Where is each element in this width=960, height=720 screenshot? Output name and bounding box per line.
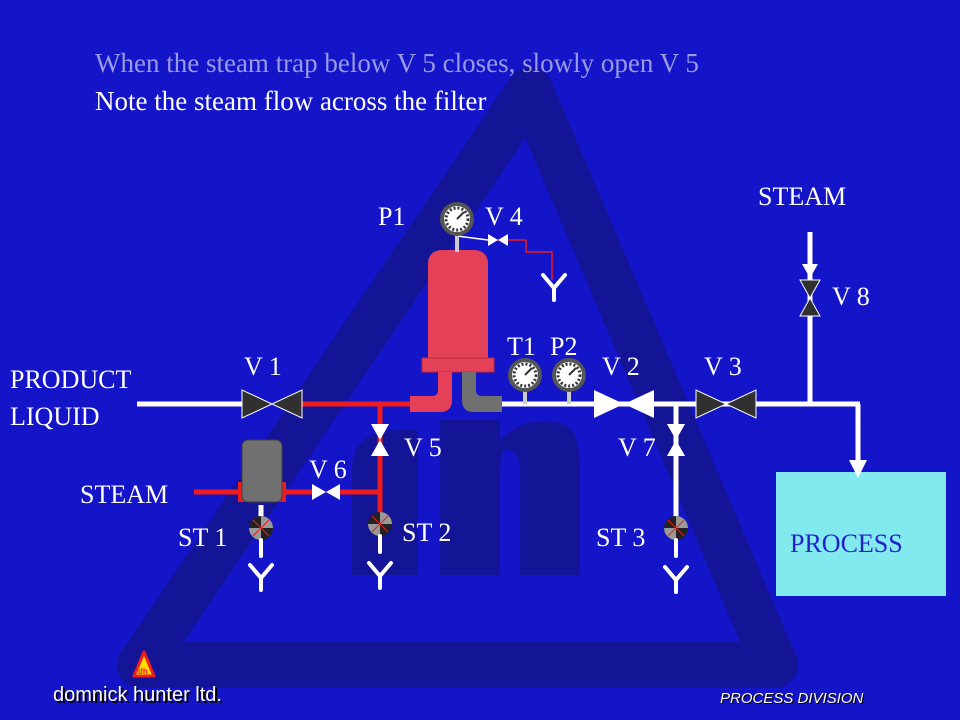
pressure-gauge-icon bbox=[440, 202, 474, 252]
division-label: PROCESS DIVISION bbox=[720, 690, 864, 707]
steam-trap-icon bbox=[249, 516, 273, 540]
v8-valve[interactable] bbox=[799, 279, 821, 317]
st1-label: ST 1 bbox=[178, 523, 227, 552]
v1-label: V 1 bbox=[244, 352, 282, 381]
watermark-logo bbox=[117, 67, 798, 688]
product-label-line2: LIQUID bbox=[10, 402, 100, 431]
steam-top-label: STEAM bbox=[758, 182, 846, 211]
st3-label: ST 3 bbox=[596, 523, 645, 552]
drain-icon bbox=[367, 561, 393, 590]
instruction-line-2: Note the steam flow across the filter bbox=[95, 86, 486, 116]
steam-trap-icon bbox=[368, 512, 392, 536]
p1-label: P1 bbox=[378, 202, 405, 231]
process-inlet-arrow bbox=[849, 460, 867, 478]
v7-valve[interactable] bbox=[667, 424, 685, 456]
drain-icon bbox=[248, 563, 274, 592]
p1-gauge-stem bbox=[456, 235, 489, 241]
v1-valve[interactable] bbox=[241, 389, 303, 419]
steam-left-label: STEAM bbox=[80, 480, 168, 509]
filter-housing bbox=[410, 250, 502, 412]
v4-label: V 4 bbox=[485, 202, 523, 231]
v6-label: V 6 bbox=[309, 455, 347, 484]
v2-valve[interactable] bbox=[594, 390, 654, 418]
process-box bbox=[776, 472, 946, 596]
company-name-shadow: domnick hunter ltd. bbox=[55, 686, 224, 708]
company-name: domnick hunter ltd. bbox=[53, 684, 222, 706]
v7-label: V 7 bbox=[618, 433, 656, 462]
dh-triangle-logo-icon: dh bbox=[132, 650, 156, 678]
product-label-line1: PRODUCT bbox=[10, 365, 131, 394]
p2-label: P2 bbox=[550, 332, 577, 361]
v2-label: V 2 bbox=[602, 352, 640, 381]
white-pipes bbox=[137, 232, 861, 518]
st1-filter-body bbox=[238, 439, 286, 503]
t1-label: T1 bbox=[507, 332, 536, 361]
pressure-gauge-icon bbox=[508, 358, 542, 404]
v5-label: V 5 bbox=[404, 433, 442, 462]
steam-flow-arrow bbox=[802, 264, 818, 278]
division-label-shadow: PROCESS DIVISION bbox=[721, 691, 865, 708]
v3-valve[interactable] bbox=[695, 389, 757, 419]
st2-label: ST 2 bbox=[402, 518, 451, 547]
p1-vent-line bbox=[492, 239, 553, 280]
instruction-line-1: When the steam trap below V 5 closes, sl… bbox=[95, 48, 699, 78]
drain-icon bbox=[541, 273, 567, 302]
steam-trap-icon bbox=[664, 516, 688, 540]
pressure-gauge-icon bbox=[552, 358, 586, 404]
v5-valve[interactable] bbox=[371, 424, 389, 456]
drain-lines bbox=[259, 534, 678, 558]
v3-label: V 3 bbox=[704, 352, 742, 381]
process-label: PROCESS bbox=[790, 529, 903, 558]
v6-valve[interactable] bbox=[312, 484, 340, 500]
svg-text:dh: dh bbox=[138, 667, 148, 676]
drain-icon bbox=[663, 565, 689, 594]
red-pipes bbox=[194, 401, 410, 518]
v8-label: V 8 bbox=[832, 282, 870, 311]
v4-valve[interactable] bbox=[488, 234, 508, 246]
